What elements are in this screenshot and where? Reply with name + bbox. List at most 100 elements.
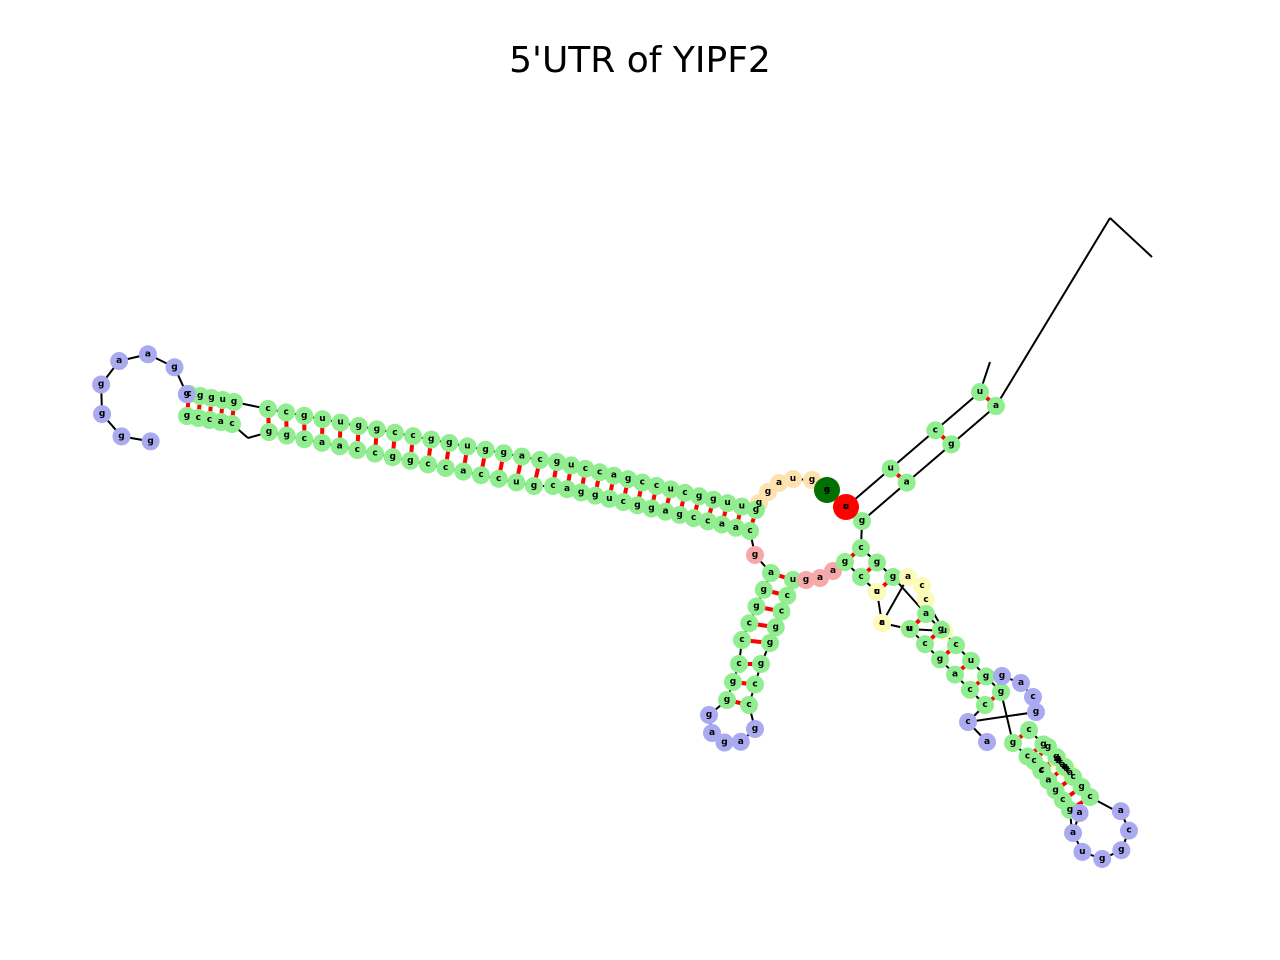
nucleotide-letter: c xyxy=(953,640,958,650)
nucleotide-letter: c xyxy=(478,470,483,480)
nucleotide-letter: a xyxy=(460,467,466,477)
nucleotide-letter: u xyxy=(887,464,893,474)
stem-nucleotide xyxy=(947,636,965,655)
nucleotide-letter: c xyxy=(1025,752,1030,762)
stem-nucleotide xyxy=(740,614,759,633)
nucleotide-letter: g xyxy=(696,491,702,501)
stem-nucleotide xyxy=(852,568,870,586)
nucleotide-letter: c xyxy=(933,425,938,435)
nucleotide-letter: u xyxy=(907,624,913,634)
multi-loop-nucleotide xyxy=(746,546,764,564)
stem-nucleotide xyxy=(472,466,490,485)
nucleotide-letter: a xyxy=(319,438,325,448)
stem-nucleotide xyxy=(656,502,675,521)
stem-nucleotide xyxy=(259,400,277,418)
nucleotide-letter: g xyxy=(1055,754,1061,764)
diagram-title: 5'UTR of YIPF2 xyxy=(509,40,771,81)
nucleotide-letter: c xyxy=(1030,692,1035,702)
nucleotide-letter: c xyxy=(965,717,970,727)
stem-nucleotide xyxy=(260,423,278,441)
stem-nucleotide xyxy=(576,459,595,478)
nucleotide-letter: a xyxy=(824,485,830,495)
nucleotide-letter: c xyxy=(1039,766,1044,776)
nucleotide-letter: g xyxy=(446,438,452,448)
nucleotide-letter: c xyxy=(1039,765,1044,775)
nucleotide-letter: c xyxy=(392,428,397,438)
nucleotide-letter: g xyxy=(730,677,736,687)
stem-nucleotide xyxy=(277,403,296,422)
interior-loop-nucleotide xyxy=(868,583,886,601)
nucleotide-letter: a xyxy=(719,520,725,530)
nucleotide-letter: a xyxy=(984,737,990,747)
hairpin-loop-nucleotide xyxy=(1012,674,1030,692)
stem-nucleotide xyxy=(628,496,647,515)
nucleotide-letter: g xyxy=(773,622,779,632)
nucleotide-letter: u xyxy=(739,502,745,512)
nucleotide-letter: a xyxy=(611,471,617,481)
backbone-link xyxy=(861,481,908,522)
nucleotide-letter: g xyxy=(266,427,272,437)
nucleotide-letter: u xyxy=(790,575,796,585)
nucleotide-letter: a xyxy=(1118,806,1124,816)
nucleotide-letter: g xyxy=(809,475,815,485)
stem-nucleotide xyxy=(766,618,785,637)
nucleotide-letter: g xyxy=(758,659,764,669)
nucleotide-letter: a xyxy=(733,523,739,533)
stem-nucleotide xyxy=(761,634,779,652)
nucleotide-letter: g xyxy=(578,487,584,497)
nucleotide-letter: a xyxy=(738,737,744,747)
stem-nucleotide xyxy=(961,680,979,699)
nucleotide-letter: a xyxy=(1060,760,1066,770)
nucleotide-letter: c xyxy=(747,526,752,536)
hairpin-loop-nucleotide xyxy=(715,733,734,752)
nucleotide-letter: g xyxy=(710,495,716,505)
stem-nucleotide xyxy=(852,539,870,557)
nucleotide-letter: g xyxy=(118,431,124,441)
nucleotide-letter: g xyxy=(752,550,758,560)
hairpin-loop-nucleotide xyxy=(165,358,184,377)
stem-nucleotide xyxy=(931,650,949,669)
nucleotide-letter: g xyxy=(171,362,177,372)
nucleotide-letter: c xyxy=(1087,792,1092,802)
stem-nucleotide xyxy=(690,487,709,506)
interior-loop-nucleotide xyxy=(913,577,931,595)
nucleotide-letter: a xyxy=(145,349,151,359)
nucleotide-letter: g xyxy=(890,572,896,582)
nucleotide-letter: g xyxy=(1040,740,1046,750)
backbone-link xyxy=(950,405,997,446)
stem-nucleotide xyxy=(718,494,737,513)
nucleotide-letter: g xyxy=(761,585,767,595)
nucleotide-letter: g xyxy=(874,558,880,568)
nucleotide-letter: c xyxy=(736,659,741,669)
nucleotide-letter: u xyxy=(843,502,849,512)
stem-nucleotide xyxy=(971,383,989,401)
nucleotide-letter: u xyxy=(568,460,574,470)
interior-loop-nucleotide xyxy=(917,591,935,609)
stem-nucleotide xyxy=(733,631,751,649)
nucleotide-letter: c xyxy=(1031,756,1036,766)
nucleotide-letter: u xyxy=(790,474,796,484)
nucleotide-letter: g xyxy=(184,389,190,399)
stem-nucleotide xyxy=(366,444,384,463)
hairpin-loop-nucleotide xyxy=(1111,802,1130,821)
hairpin-loop-nucleotide xyxy=(93,405,112,424)
stem-nucleotide xyxy=(642,499,661,518)
nucleotide-letter: g xyxy=(767,638,773,648)
nucleotide-letter: g xyxy=(208,393,214,403)
nucleotide-letter: a xyxy=(923,609,929,619)
backbone-layer xyxy=(100,217,1153,860)
stem-nucleotide xyxy=(562,456,581,475)
stem-nucleotide xyxy=(600,489,619,508)
hairpin-loop-nucleotide xyxy=(993,667,1011,685)
nucleotide-letter: g xyxy=(1033,707,1039,717)
stem-nucleotide xyxy=(512,447,531,466)
nucleotide-letter: a xyxy=(1070,828,1076,838)
nucleotide-letter: c xyxy=(879,618,884,628)
stem-nucleotide xyxy=(458,437,477,456)
stem-nucleotide xyxy=(633,473,652,492)
stem-nucleotide xyxy=(525,477,543,495)
stem-nucleotide xyxy=(670,505,689,524)
stem-nucleotide xyxy=(385,423,404,442)
nucleotide-letter: g xyxy=(592,491,598,501)
